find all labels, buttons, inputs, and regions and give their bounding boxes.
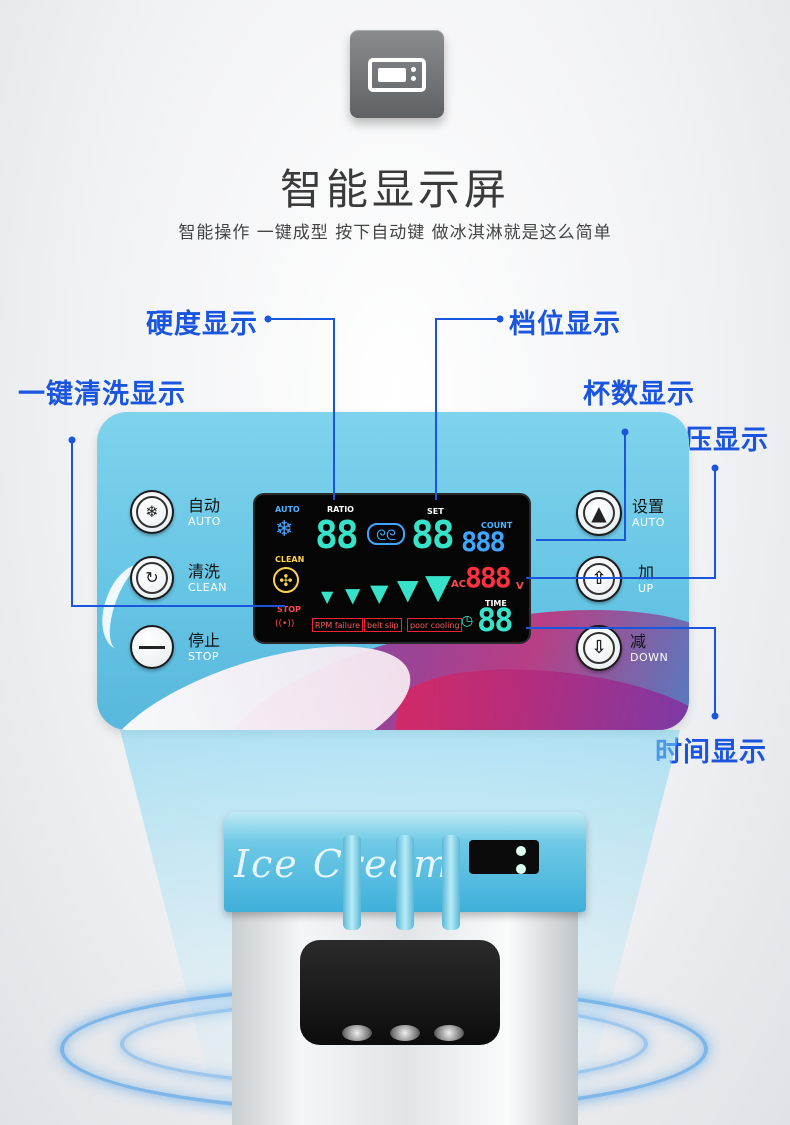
- dispenser-handle-right: [442, 835, 460, 930]
- nozzle-left: [342, 1025, 372, 1041]
- machine-key-1: [516, 846, 526, 856]
- clock-icon: ◷: [461, 613, 474, 629]
- clean-indicator: CLEAN: [275, 555, 305, 564]
- down-button-sublabel: DOWN: [630, 650, 669, 664]
- ratio-tag: RATIO: [327, 505, 354, 514]
- clean-button-label: 清洗: [188, 561, 221, 581]
- voltage-value: 888: [465, 561, 512, 594]
- snowflake-icon: ❄: [136, 496, 168, 528]
- volt-unit: V: [516, 581, 524, 592]
- set-value: 88: [411, 513, 455, 557]
- up-button-sublabel: UP: [638, 581, 654, 595]
- settings-button-label: 设置: [632, 496, 665, 516]
- cup-count-display-label: 杯数显示: [583, 379, 695, 410]
- down-button-label: 减: [630, 631, 647, 651]
- cone-level-2-icon: ▼: [345, 583, 361, 607]
- cone-level-1-icon: ▼: [321, 587, 334, 606]
- gear-fan-icon: ᘓᘓ: [367, 523, 405, 545]
- count-value: 888: [461, 527, 506, 558]
- snowflake-icon: ❄: [275, 517, 294, 542]
- warning-poor-cooling: poor cooling: [407, 618, 463, 632]
- down-arrow-icon: ⇩: [583, 632, 615, 664]
- dispenser-handle-left: [343, 835, 361, 930]
- alarm-icon: ((•)): [275, 619, 295, 629]
- up-button-label: 加: [638, 562, 655, 582]
- ratio-value: 88: [315, 513, 359, 557]
- nozzle-right: [434, 1025, 464, 1041]
- set-tag: SET: [427, 507, 444, 516]
- gear-display-label: 档位显示: [509, 309, 621, 340]
- cone-level-3-icon: ▼: [370, 579, 389, 607]
- triangle-up-icon: ▲: [583, 497, 615, 529]
- auto-button-sublabel: AUTO: [188, 514, 221, 528]
- warning-rpm-failure: RPM failure: [312, 618, 364, 632]
- fan-icon: ✣: [273, 567, 299, 593]
- cone-level-4-icon: ▼: [397, 573, 419, 606]
- stop-indicator: STOP: [277, 605, 301, 614]
- one-key-clean-display-label: 一键清洗显示: [18, 379, 186, 410]
- auto-button-label: 自动: [188, 495, 221, 515]
- dispenser-handle-middle: [396, 835, 414, 930]
- stop-button-sublabel: STOP: [188, 649, 219, 663]
- auto-indicator: AUTO: [275, 505, 300, 514]
- page-subtitle: 智能操作 一键成型 按下自动键 做冰淇淋就是这么简单: [178, 223, 612, 243]
- minus-icon: [136, 631, 168, 663]
- clean-button-sublabel: CLEAN: [188, 580, 228, 594]
- refresh-icon: ↻: [136, 562, 168, 594]
- count-tag: COUNT: [481, 521, 513, 530]
- lcd-screen: AUTO ❄ RATIO 88 ᘓᘓ SET 88 COUNT 888 CLEA…: [255, 495, 529, 642]
- hardness-display-label: 硬度显示: [146, 309, 258, 340]
- settings-button-sublabel: AUTO: [632, 515, 665, 529]
- stop-button-label: 停止: [188, 630, 221, 650]
- ac-tag: AC: [451, 579, 467, 590]
- warning-belt-slip: belt slip: [364, 618, 402, 632]
- time-value: 88: [477, 601, 514, 639]
- time-tag: TIME: [485, 599, 507, 608]
- machine-display: [469, 840, 539, 874]
- cone-level-5-icon: ▼: [425, 567, 452, 607]
- page-title: 智能显示屏: [279, 165, 510, 214]
- nozzle-middle: [390, 1025, 420, 1041]
- machine-key-2: [516, 864, 526, 874]
- display-screen-icon: [350, 30, 444, 118]
